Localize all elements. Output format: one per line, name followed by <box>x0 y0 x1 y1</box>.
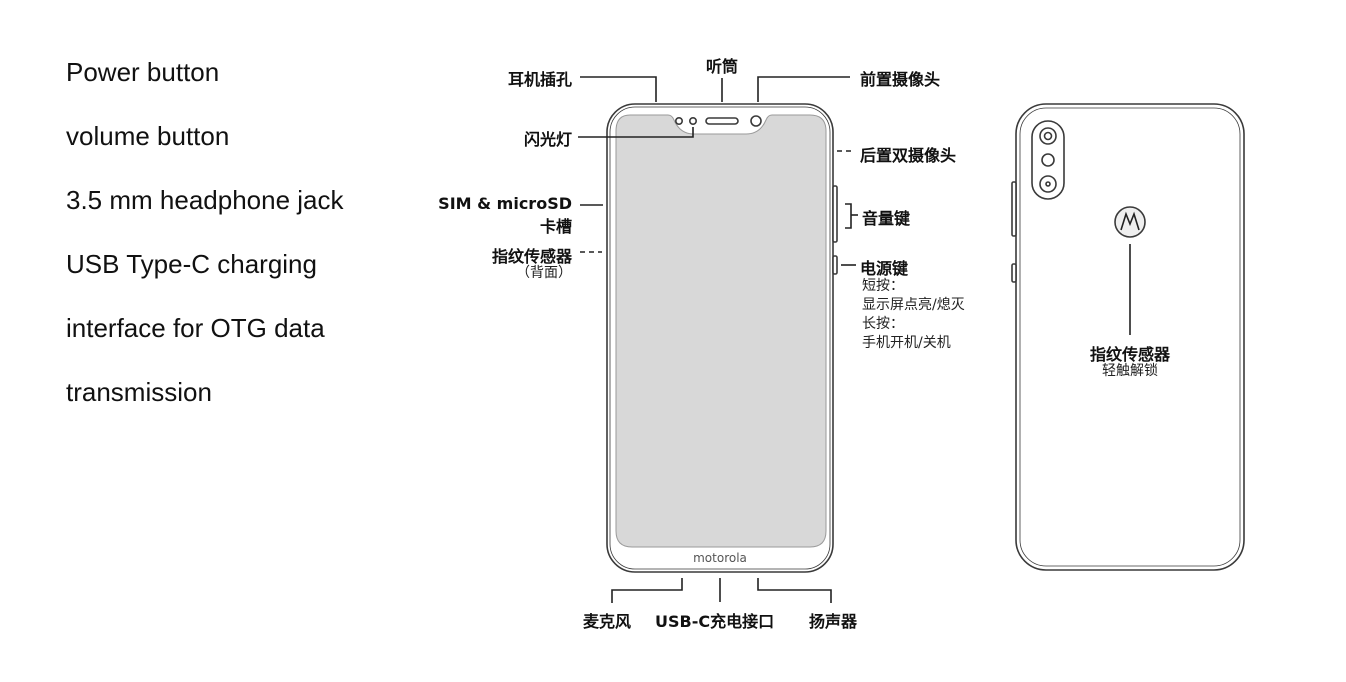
note-item: volume button <box>66 121 230 151</box>
label-microphone: 麦克风 <box>583 612 632 631</box>
label-power-short-action: 显示屏点亮/熄灭 <box>862 297 965 313</box>
front-phone <box>606 103 838 573</box>
label-power-short-press: 短按： <box>862 278 904 294</box>
label-fingerprint-sensor: 指纹传感器 <box>491 247 572 266</box>
motorola-logo-icon <box>1120 211 1140 231</box>
leader-speaker <box>757 578 832 603</box>
label-speaker: 扬声器 <box>809 612 858 631</box>
note-item: interface for OTG data <box>66 313 325 343</box>
rear-camera-lens-2-inner <box>1045 181 1051 187</box>
label-sim-slot-line1: SIM & microSD <box>438 194 572 213</box>
volume-button-shape <box>832 185 838 243</box>
front-leader-lines <box>578 76 858 603</box>
leader-earphone-jack <box>580 76 657 102</box>
leader-flash <box>578 127 694 138</box>
rear-camera-lens-1-inner <box>1043 131 1053 141</box>
rear-camera-module <box>1031 120 1065 200</box>
back-phone-body <box>1015 103 1245 571</box>
back-phone-inner-edge <box>1019 107 1241 567</box>
label-sim-slot-line2: 卡槽 <box>539 217 572 236</box>
sensor-dot <box>674 117 683 126</box>
rear-camera-lens-1 <box>1039 127 1057 145</box>
label-earpiece: 听筒 <box>705 57 739 76</box>
back-power-button-shape <box>1011 263 1017 283</box>
label-power-long-action: 手机开机/关机 <box>862 335 951 351</box>
leader-front-camera <box>757 76 850 102</box>
flash-icon <box>688 117 697 126</box>
label-flash: 闪光灯 <box>523 130 572 149</box>
front-camera-icon <box>750 115 762 127</box>
back-volume-button-shape <box>1011 181 1017 237</box>
note-item: USB Type-C charging <box>66 249 317 279</box>
power-button-shape <box>832 255 838 275</box>
back-phone <box>1011 103 1245 571</box>
label-power-key: 电源键 <box>860 259 909 278</box>
front-brand-text: motorola <box>693 551 747 565</box>
label-front-camera: 前置摄像头 <box>860 70 941 89</box>
front-screen <box>615 114 827 548</box>
rear-flash-icon <box>1041 153 1055 167</box>
label-back-fingerprint-sensor: 指纹传感器 <box>1089 345 1171 364</box>
bracket-volume <box>845 203 852 229</box>
note-item: 3.5 mm headphone jack <box>66 185 344 215</box>
leader-microphone <box>611 578 683 603</box>
label-fingerprint-note: （背面） <box>516 265 572 281</box>
label-rear-dual-camera: 后置双摄像头 <box>860 146 957 165</box>
label-volume-key: 音量键 <box>862 209 911 228</box>
rear-camera-lens-2 <box>1039 175 1057 193</box>
earpiece-slot <box>705 117 739 125</box>
note-item: transmission <box>66 377 212 407</box>
note-item: Power button <box>66 57 220 87</box>
label-back-fingerprint-note: 轻触解锁 <box>1102 363 1158 379</box>
label-usb-c-port: USB-C充电接口 <box>655 612 775 631</box>
label-earphone-jack: 耳机插孔 <box>507 70 572 89</box>
notes-list: Power button volume button 3.5 mm headph… <box>66 40 344 424</box>
label-power-long-press: 长按： <box>862 316 904 332</box>
front-phone-inner-edge <box>609 106 831 570</box>
